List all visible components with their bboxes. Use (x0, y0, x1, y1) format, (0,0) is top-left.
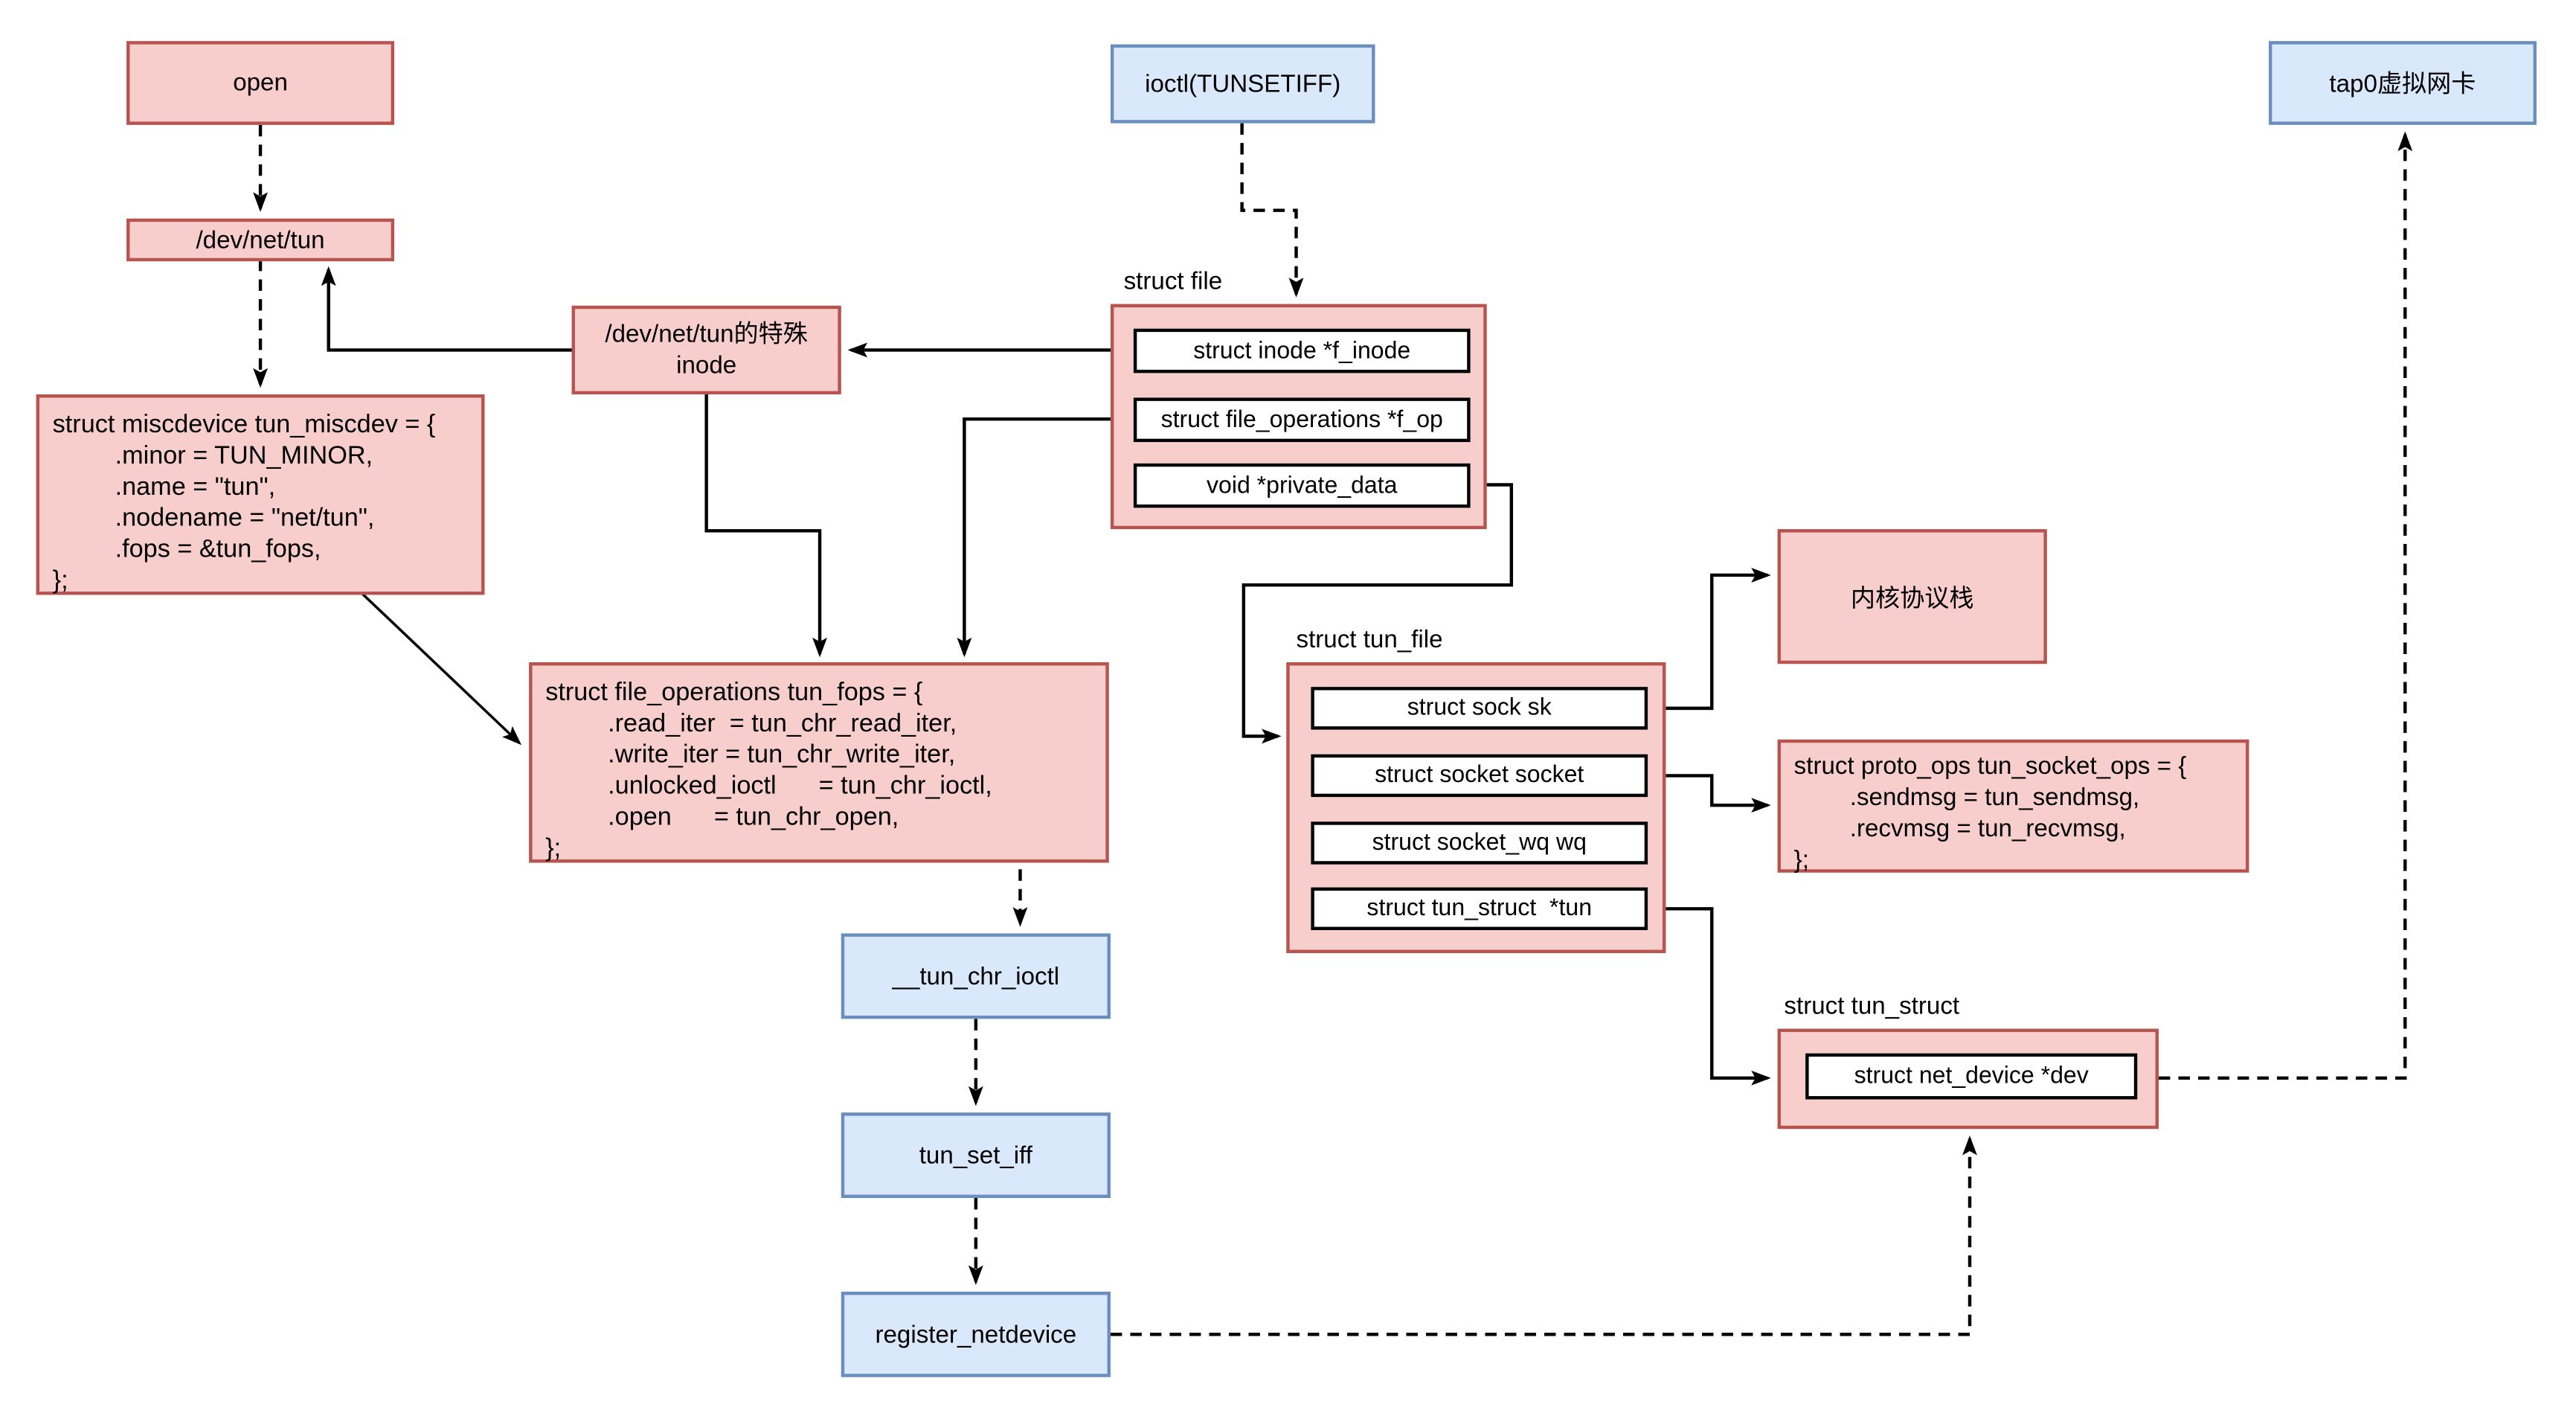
node-kernel-stack-label: 内核协议栈 (1850, 584, 1974, 612)
node-register-netdevice: register_netdevice (841, 1291, 1111, 1377)
code-line: .minor = TUN_MINOR, (115, 442, 373, 470)
code-line: }; (545, 834, 562, 863)
code-line: .read_iter = tun_chr_read_iter, (608, 710, 957, 738)
code-line: .write_iter = tun_chr_write_iter, (608, 741, 956, 769)
code-line: .sendmsg = tun_sendmsg, (1849, 784, 2140, 812)
code-line: .name = "tun", (115, 473, 276, 502)
node-ioctl-tunsetiff-label: ioctl(TUNSETIFF) (1145, 69, 1341, 98)
code-line: }; (52, 566, 68, 595)
code-line: struct proto_ops tun_socket_ops = { (1793, 752, 2187, 781)
field-socket-socket: struct socket socket (1311, 754, 1648, 798)
code-line: .open = tun_chr_open, (608, 803, 899, 832)
struct-file-label: struct file (1123, 267, 1223, 296)
node-tun-chr-ioctl: __tun_chr_ioctl (841, 933, 1111, 1019)
node-kernel-stack: 内核协议栈 (1777, 529, 2047, 664)
node-tun-set-iff-label: tun_set_iff (919, 1141, 1032, 1170)
node-special-inode-line2: inode (676, 351, 737, 380)
node-tun-socket-ops: struct proto_ops tun_socket_ops = { .sen… (1777, 739, 2249, 874)
node-special-inode: /dev/net/tun的特殊 inode (571, 305, 841, 395)
field-net-device: struct net_device *dev (1805, 1053, 2138, 1100)
code-line: .nodename = "net/tun", (115, 504, 375, 533)
arrow-fop-to-tunfops (957, 417, 1131, 658)
code-line: .recvmsg = tun_recvmsg, (1849, 815, 2126, 843)
container-struct-file: struct inode *f_inode struct file_operat… (1110, 304, 1487, 530)
struct-tun-file-label: struct tun_file (1296, 626, 1443, 654)
node-open: open (126, 41, 395, 125)
arrow-registernetdevice-to-tunstruct (1110, 1135, 1977, 1336)
node-tun-fops: struct file_operations tun_fops = { .rea… (529, 662, 1109, 863)
field-f-inode: struct inode *f_inode (1133, 328, 1471, 374)
code-line: .fops = &tun_fops, (115, 535, 321, 564)
code-line: }; (1793, 846, 1809, 874)
field-socket-wq: struct socket_wq wq (1311, 821, 1648, 865)
arrow-ioctl-to-structfile (1240, 123, 1304, 298)
arrow-inode-to-tunfops (704, 394, 827, 658)
field-tun-struct-ptr: struct tun_struct *tun (1311, 887, 1648, 931)
node-tun-miscdev: struct miscdevice tun_miscdev = { .minor… (36, 394, 485, 595)
node-open-label: open (233, 68, 288, 97)
code-line: .unlocked_ioctl = tun_chr_ioctl, (608, 772, 992, 801)
code-line: struct file_operations tun_fops = { (545, 679, 923, 707)
node-dev-net-tun-label: /dev/net/tun (196, 225, 325, 254)
node-register-netdevice-label: register_netdevice (875, 1320, 1077, 1349)
code-line: struct miscdevice tun_miscdev = { (52, 411, 436, 439)
container-tun-file: struct sock sk struct socket socket stru… (1286, 662, 1666, 953)
field-f-op: struct file_operations *f_op (1133, 397, 1471, 443)
field-sock-sk: struct sock sk (1311, 687, 1648, 730)
node-tun-chr-ioctl-label: __tun_chr_ioctl (892, 962, 1060, 990)
arrow-inode-to-devnettun (321, 266, 572, 352)
node-ioctl-tunsetiff: ioctl(TUNSETIFF) (1110, 44, 1375, 124)
node-dev-net-tun: /dev/net/tun (126, 218, 395, 262)
arrow-netdevice-to-tap0 (2158, 131, 2413, 1080)
container-tun-struct: struct net_device *dev (1777, 1028, 2159, 1130)
field-private-data: void *private_data (1133, 463, 1471, 508)
node-tun-set-iff: tun_set_iff (841, 1112, 1111, 1198)
struct-tun-struct-label: struct tun_struct (1784, 992, 1960, 1021)
node-tap0: tap0虚拟网卡 (2268, 41, 2537, 125)
node-tap0-label: tap0虚拟网卡 (2329, 70, 2476, 99)
node-special-inode-line1: /dev/net/tun的特殊 (605, 320, 808, 349)
